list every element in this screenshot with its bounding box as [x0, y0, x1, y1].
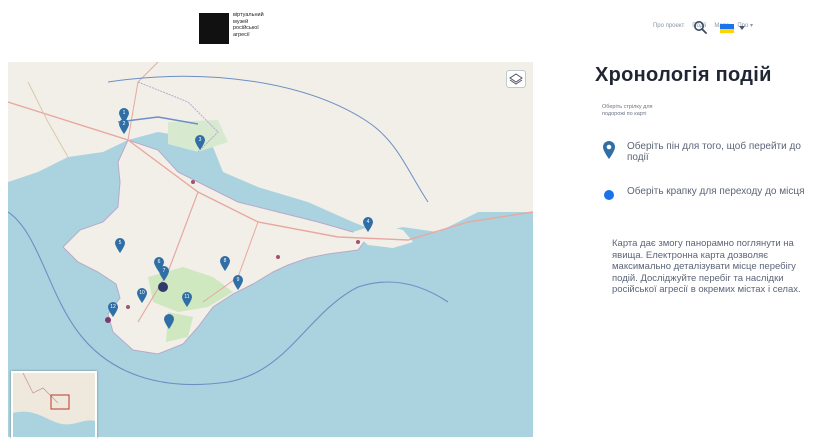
nav-item-events[interactable]: Події [692, 22, 707, 29]
logo-mark[interactable] [199, 13, 229, 44]
dot-icon [604, 190, 614, 200]
map-description: Карта дає змогу панорамно поглянути на я… [612, 238, 801, 295]
page-title: Хронологія подій [595, 64, 772, 86]
map-pin-label: 9 [236, 277, 240, 283]
map-pin-label: 5 [118, 240, 122, 246]
map-pin[interactable]: 9 [233, 275, 243, 290]
map-pin[interactable]: 12 [108, 302, 118, 317]
map-pin[interactable]: 8 [220, 256, 230, 271]
pin-icon [603, 141, 615, 159]
map-pin[interactable]: 1 [119, 108, 129, 123]
nav-item-about[interactable]: Про проект [652, 22, 685, 29]
map-pin[interactable] [164, 314, 174, 329]
legend-pin-row: Оберіть пін для того, щоб перейти до под… [603, 141, 807, 163]
language-caret-icon[interactable] [739, 26, 745, 30]
map-pin-label: 11 [184, 294, 190, 300]
map-canvas [8, 62, 533, 386]
search-icon[interactable] [693, 20, 707, 34]
map-pin[interactable]: 5 [115, 238, 125, 253]
map-pin-label: 4 [366, 219, 370, 225]
map-pin-label: 8 [223, 258, 227, 264]
legend-pin-text: Оберіть пін для того, щоб перейти до под… [627, 141, 801, 163]
map-pin-label: 10 [139, 290, 145, 296]
map-pin[interactable]: 2 [119, 119, 129, 134]
layers-icon [509, 73, 523, 85]
map-pin-label: 3 [198, 137, 202, 143]
minimap-canvas [13, 373, 95, 437]
map-pin-label: 1 [122, 110, 126, 116]
map-pin[interactable]: 6 [154, 257, 164, 272]
site-header: віртуальний музей російської агресії Про… [0, 0, 825, 56]
nav-item-more[interactable]: Про ▾ [737, 23, 753, 29]
map-pin-label: 12 [110, 304, 116, 310]
legend-dot-text: Оберіть крапку для переходу до місця [627, 186, 805, 197]
legend-dot-row: Оберіть крапку для переходу до місця [603, 186, 807, 201]
map-pin-label: 7 [162, 268, 166, 274]
map-pin[interactable]: 4 [363, 217, 373, 232]
language-flag-icon[interactable] [720, 24, 734, 33]
map-pin[interactable]: 10 [137, 288, 147, 303]
map-pin-label: 2 [122, 121, 126, 127]
map-pin-label: 6 [157, 259, 161, 265]
layers-button[interactable] [506, 70, 526, 88]
map-pin[interactable]: 3 [195, 135, 205, 150]
map-pin[interactable]: 7 [159, 266, 169, 281]
map-hint: Оберіть стрілку для подорожі по карті [602, 104, 653, 117]
logo-text[interactable]: віртуальний музей російської агресії [233, 12, 264, 38]
map-pin[interactable]: 11 [182, 292, 192, 307]
minimap[interactable] [11, 371, 97, 439]
map-view[interactable]: 1 2 3 4 5 6 7 8 9 10 11 12 [8, 62, 533, 437]
